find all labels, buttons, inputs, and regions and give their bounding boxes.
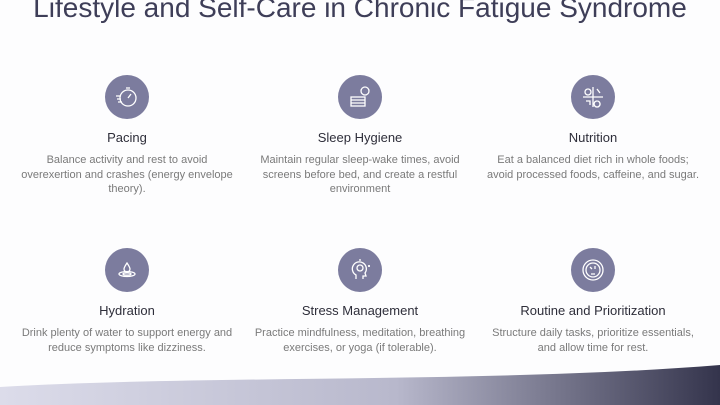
bed-clock-icon — [338, 75, 382, 119]
routine-icon — [571, 248, 615, 292]
card-description: Structure daily tasks, prioritize essent… — [492, 327, 694, 354]
card-description: Drink plenty of water to support energy … — [21, 327, 233, 354]
card-title: Stress Management — [301, 303, 419, 318]
card-title: Pacing — [107, 130, 147, 145]
card-stress-management: Stress Management Practice mindfulness, … — [250, 248, 470, 355]
card-description: Maintain regular sleep-wake times, avoid… — [260, 154, 460, 195]
stopwatch-icon — [105, 75, 149, 119]
card-nutrition: Nutrition Eat a balanced diet rich in wh… — [483, 75, 703, 182]
card-pacing: Pacing Balance activity and rest to avoi… — [17, 75, 237, 197]
decorative-wave — [0, 365, 720, 405]
card-title: Sleep Hygiene — [317, 130, 403, 145]
card-routine-prioritization: Routine and Prioritization Structure dai… — [483, 248, 703, 355]
card-description: Balance activity and rest to avoid overe… — [21, 154, 233, 195]
mind-head-icon — [338, 248, 382, 292]
card-title: Routine and Prioritization — [520, 303, 666, 318]
card-sleep-hygiene: Sleep Hygiene Maintain regular sleep-wak… — [250, 75, 470, 197]
food-icon — [571, 75, 615, 119]
card-description: Practice mindfulness, meditation, breath… — [254, 327, 466, 354]
card-description: Eat a balanced diet rich in whole foods;… — [487, 154, 699, 181]
card-hydration: Hydration Drink plenty of water to suppo… — [17, 248, 237, 355]
card-title: Hydration — [99, 303, 155, 318]
water-drop-icon — [105, 248, 149, 292]
card-title: Nutrition — [568, 130, 618, 145]
page-title: Lifestyle and Self-Care in Chronic Fatig… — [33, 0, 687, 23]
